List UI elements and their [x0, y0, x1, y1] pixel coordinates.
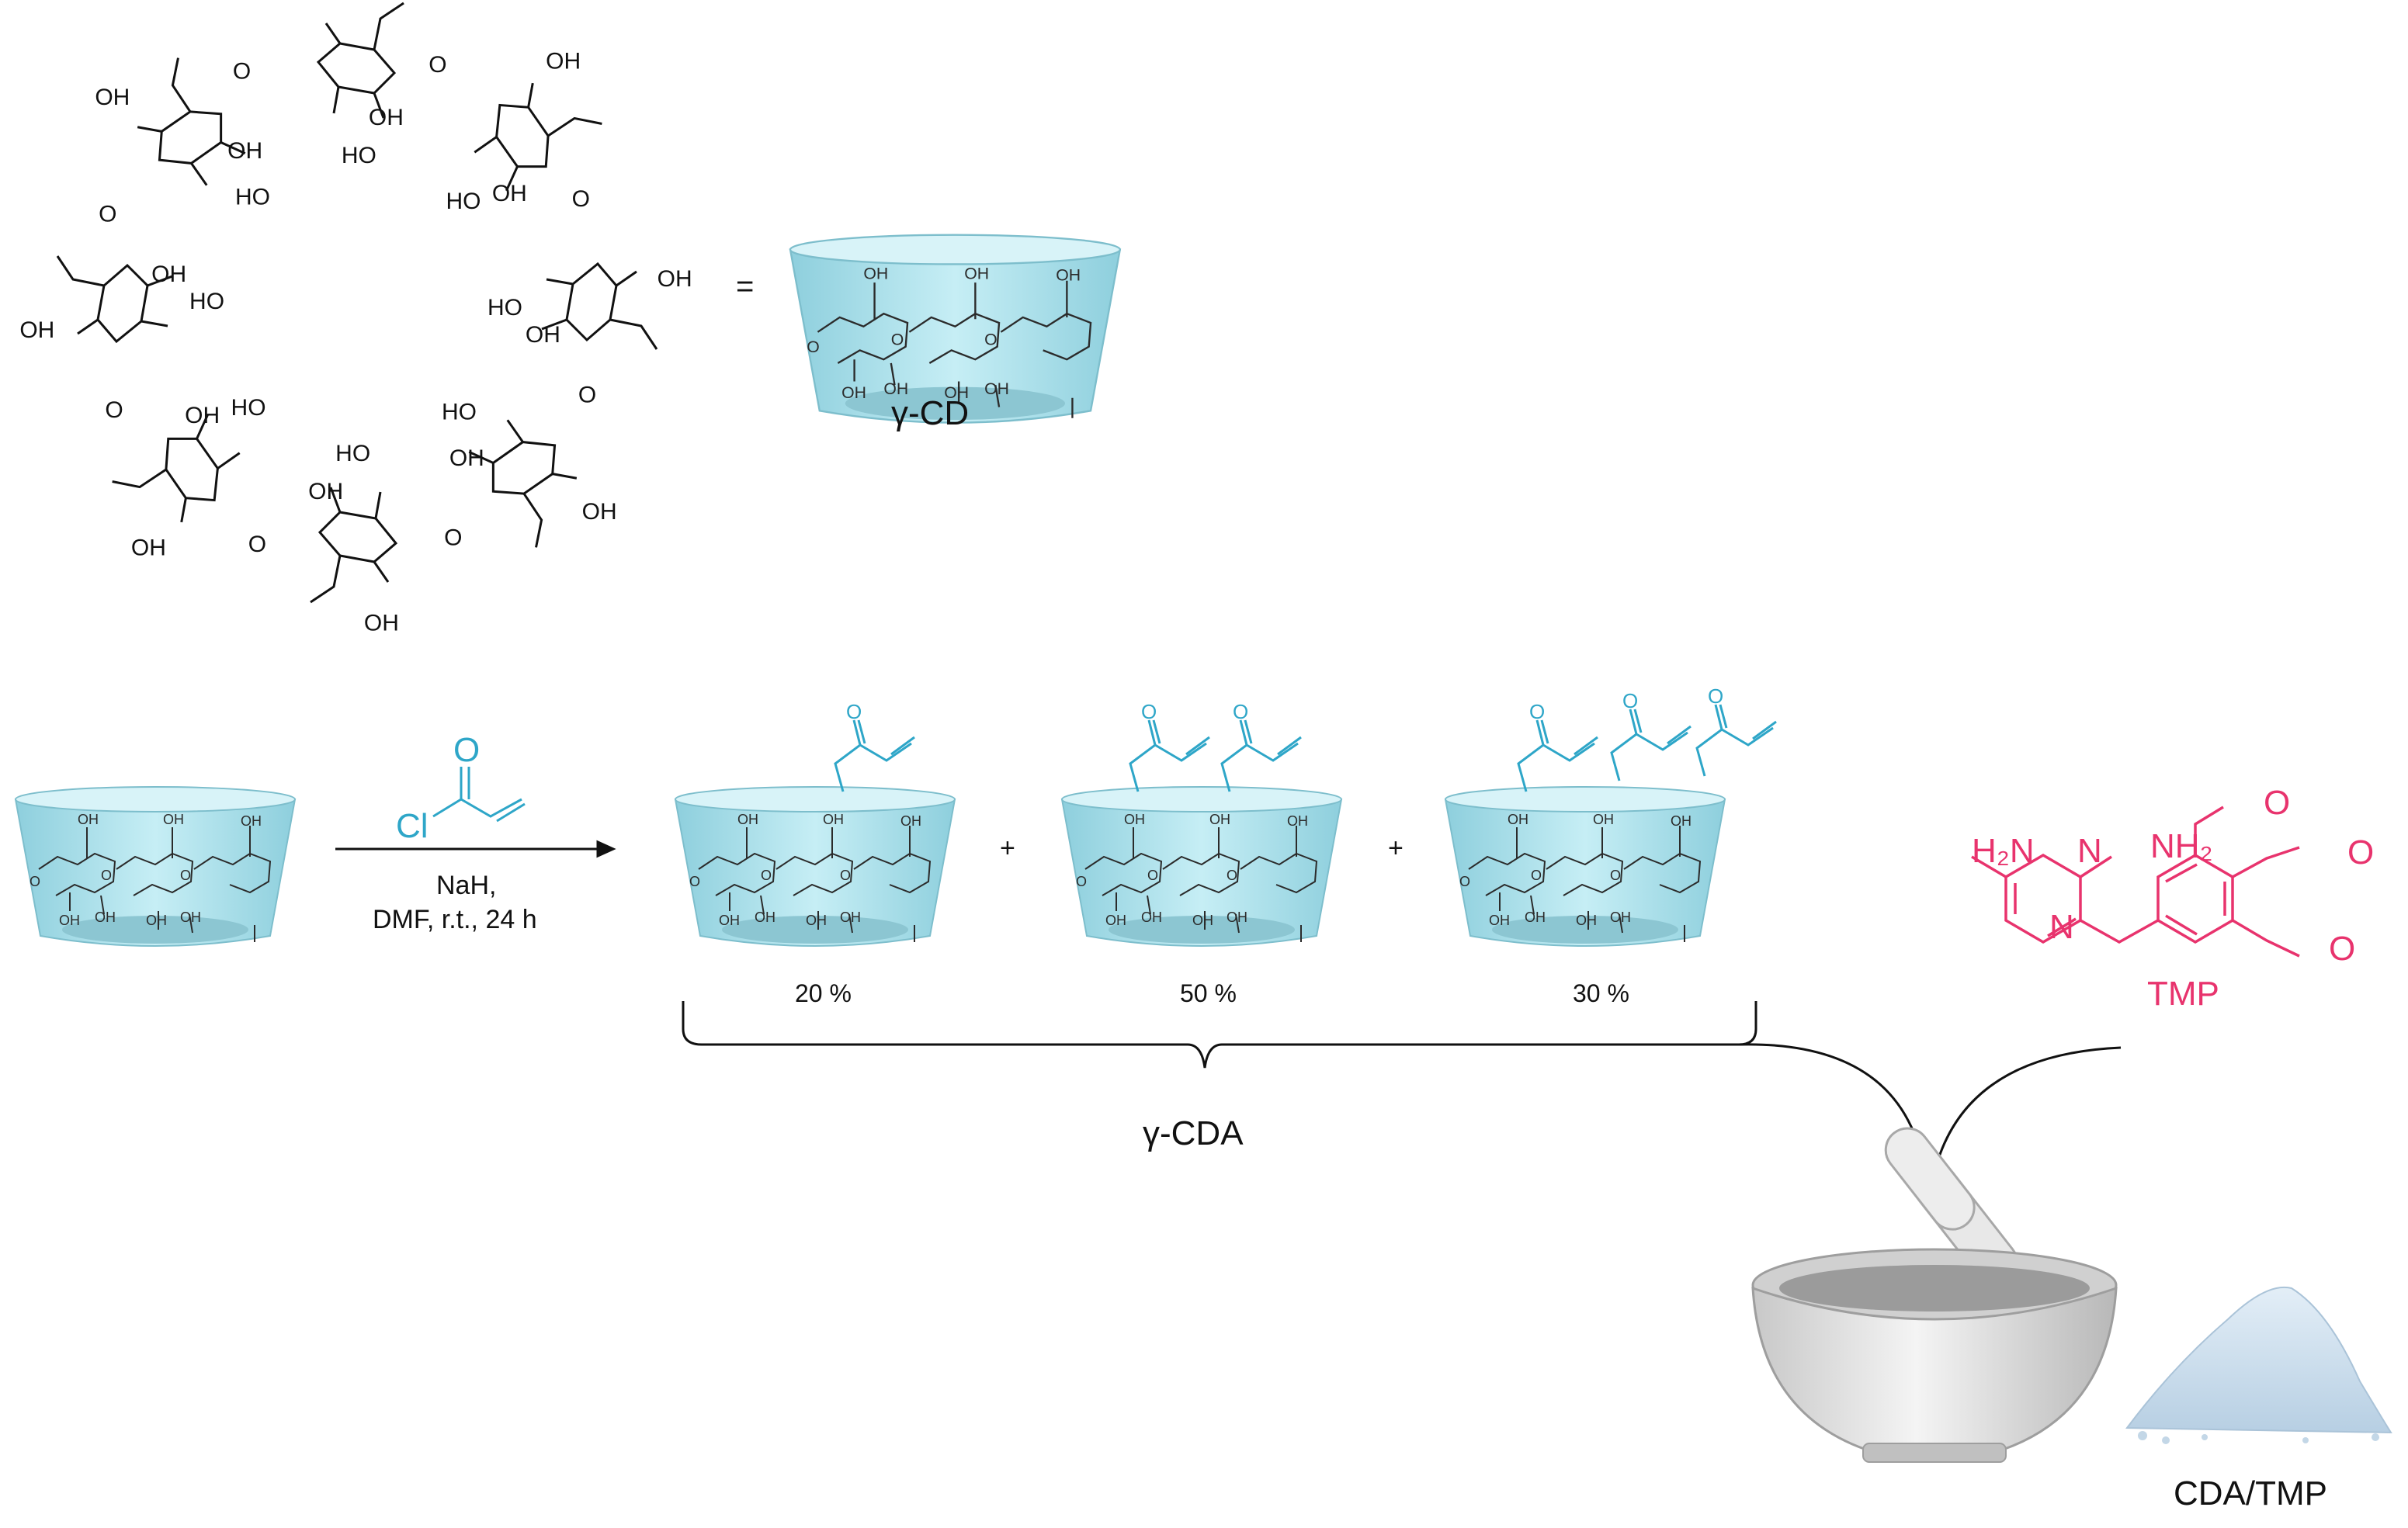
acryloyl-group [1129, 719, 1210, 792]
glucose-unit [56, 255, 173, 344]
yield-tri-label: 30 % [1573, 979, 1629, 1007]
ring-substituent-label: OH [308, 479, 343, 504]
ring-substituent-label: HO [342, 143, 376, 168]
plus-sign-1: + [1000, 833, 1015, 863]
glucose-unit [541, 262, 658, 350]
ring-substituent-label: OH [492, 181, 527, 206]
ring-substituent-label: O [429, 52, 446, 78]
ring-substituent-label: OH [546, 48, 581, 74]
ring-substituent-label: OH [658, 266, 692, 292]
ring-substituent-label: O [248, 532, 266, 557]
ring-substituent-label: OH [131, 535, 166, 561]
cda-tmp-label: CDA/TMP [2174, 1474, 2327, 1512]
ring-substituent-label: O [99, 202, 116, 227]
ring-substituent-label: O [105, 397, 123, 423]
acryloyl-group [1517, 719, 1598, 792]
ring-substituent-label: OH [185, 403, 220, 428]
tmp-o-label-1: O [2264, 784, 2291, 822]
tmp-o-label-3: O [2329, 930, 2356, 968]
acryloyl-group [1695, 704, 1777, 777]
tmp-label: TMP [2147, 975, 2219, 1013]
glucose-unit [112, 414, 241, 523]
acryloyl-oxygen-label: O [1622, 689, 1638, 712]
tmp-nh2-label: NH₂ [2150, 827, 2213, 865]
acryloyl-oxygen-label: O [846, 700, 862, 723]
reagent-cl-label: Cl [396, 807, 429, 845]
ring-substituent-label: O [572, 186, 590, 212]
ring-substituent-label: HO [189, 289, 224, 314]
glucose-unit [468, 419, 578, 548]
glucose-unit [316, 2, 404, 119]
gamma-cda-label: γ-CDA [1143, 1114, 1244, 1152]
powder-pile [2125, 1286, 2392, 1444]
ring-substituent-label: HO [335, 441, 370, 466]
merge-curve-left [1738, 1043, 1930, 1211]
ring-substituent-label: HO [487, 295, 522, 320]
tmp-o-label-2: O [2347, 833, 2375, 871]
ring-substituent-label: HO [235, 185, 270, 210]
conditions-line-2: DMF, r.t., 24 h [373, 905, 537, 934]
glucose-unit [137, 57, 246, 186]
starting-gamma-cd-cone [15, 786, 296, 947]
acryloyl-oxygen-label: O [1141, 700, 1157, 723]
yield-di-label: 50 % [1180, 979, 1237, 1007]
product-mono-cone [675, 786, 956, 947]
acryloyl-group [1220, 719, 1302, 792]
ring-substituent-label: O [444, 525, 462, 551]
ring-substituent-label: OH [151, 262, 186, 287]
reaction-arrow [335, 840, 616, 858]
equals-sign: = [736, 269, 754, 303]
ring-substituent-label: O [578, 382, 596, 407]
gamma-cd-structure [56, 2, 658, 604]
acryloyl-group [1610, 709, 1691, 781]
tmp-structure [1971, 806, 2300, 958]
gamma-cd-label: γ-CD [891, 394, 970, 432]
mortar-and-pestle [1751, 1127, 2118, 1463]
ring-substituent-label: OH [526, 322, 560, 348]
gamma-cd-substituent-labels: OHHOOHOOHHOOHOOHHOOHOOHHOOHOOHHOOHOOHHOO… [19, 48, 692, 636]
acryloyl-group [834, 719, 915, 792]
acryloyl-chloride [432, 767, 526, 823]
tmp-n-label-1: N [2077, 832, 2102, 870]
product-tri-cone [1445, 786, 1726, 947]
ring-substituent-label: OH [95, 85, 130, 110]
yield-mono-label: 20 % [795, 979, 852, 1007]
glucose-unit [310, 487, 398, 604]
ring-substituent-label: OH [369, 105, 404, 130]
ring-substituent-label: O [233, 58, 251, 84]
reagent-o-label: O [453, 731, 481, 769]
product-di-cone [1061, 786, 1342, 947]
ring-substituent-label: OH [449, 445, 484, 471]
ring-substituent-label: OH [19, 317, 54, 343]
tmp-n-label-2: N [2049, 908, 2074, 946]
tmp-h2n-label: H₂N [1972, 832, 2035, 870]
acryloyl-oxygen-label: O [1529, 700, 1545, 723]
acryloyl-oxygen-label: O [1708, 684, 1723, 708]
product-brace [682, 1001, 1757, 1069]
ring-substituent-label: HO [442, 399, 477, 424]
ring-substituent-label: OH [364, 611, 399, 636]
ring-substituent-label: OH [227, 138, 262, 164]
ring-substituent-label: OH [582, 499, 617, 525]
acryloyl-oxygen-label: O [1233, 700, 1248, 723]
conditions-line-1: NaH, [436, 871, 497, 900]
plus-sign-2: + [1388, 833, 1404, 863]
ring-substituent-label: HO [446, 189, 481, 214]
ring-substituent-label: HO [231, 395, 266, 421]
glucose-unit [474, 82, 602, 192]
